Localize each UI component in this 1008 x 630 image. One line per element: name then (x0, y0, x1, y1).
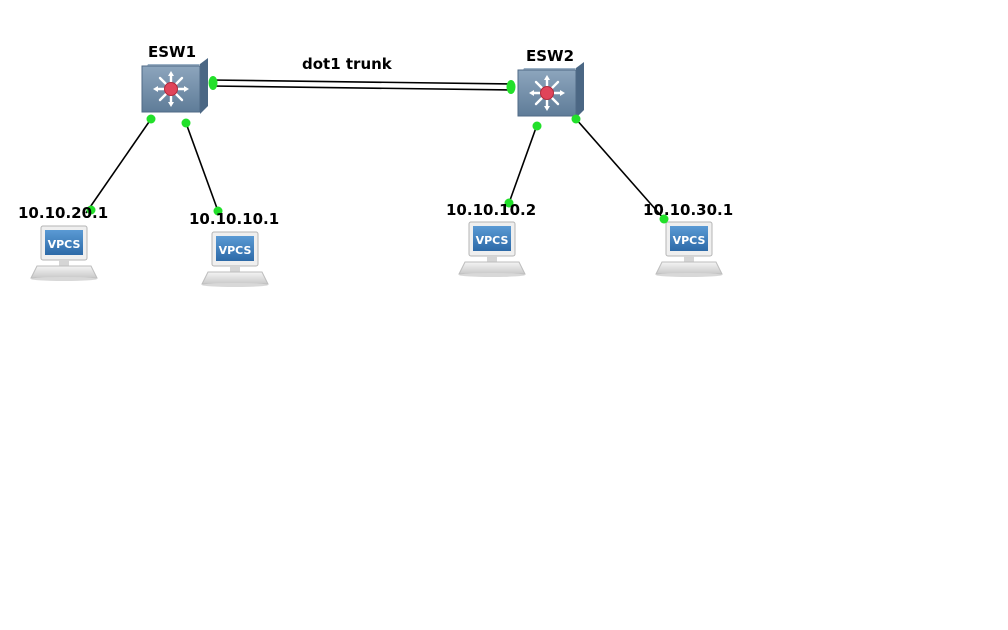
port-up-indicator (213, 206, 223, 216)
vpcs-pc-icon (201, 231, 269, 288)
link-esw1-pc2[interactable] (185, 122, 219, 212)
multilayer-switch-icon (516, 60, 586, 120)
port-up-indicator (181, 118, 191, 128)
host-pc1[interactable]: VPCS (30, 225, 98, 282)
port-up-indicator (86, 205, 96, 215)
port-up-indicator (571, 114, 581, 124)
port-up-indicator (146, 114, 156, 124)
vpcs-pc-icon (30, 225, 98, 282)
vpcs-screen-label: VPCS (219, 244, 252, 257)
link-esw2-pc4[interactable] (575, 118, 665, 220)
host-ip-label-pc4: 10.10.30.1 (643, 201, 734, 219)
host-pc4[interactable]: VPCS (655, 221, 723, 278)
vpcs-pc-icon (655, 221, 723, 278)
port-up-indicator (506, 80, 516, 94)
switch-label-esw2: ESW2 (526, 47, 575, 65)
host-pc3[interactable]: VPCS (458, 221, 526, 278)
multilayer-switch-icon (140, 56, 210, 116)
vpcs-screen-label: VPCS (48, 238, 81, 251)
port-up-indicator (659, 214, 669, 224)
port-up-indicator (504, 198, 514, 208)
port-up-indicator (532, 121, 542, 131)
host-ip-label-pc1: 10.10.20.1 (18, 204, 109, 222)
links-layer (85, 79, 665, 220)
link-esw2-pc3[interactable] (508, 124, 538, 204)
host-ip-label-pc3: 10.10.10.2 (446, 201, 537, 219)
vpcs-screen-label: VPCS (673, 234, 706, 247)
switch-esw2[interactable] (516, 60, 586, 120)
port-up-indicator (208, 76, 218, 90)
switch-esw1[interactable] (140, 56, 210, 116)
host-ip-label-pc2: 10.10.10.1 (189, 210, 280, 228)
vpcs-pc-icon (458, 221, 526, 278)
trunk-link[interactable] (210, 79, 514, 91)
switch-label-esw1: ESW1 (148, 43, 197, 61)
port-indicators (86, 76, 669, 224)
host-pc2[interactable]: VPCS (201, 231, 269, 288)
link-esw1-pc1[interactable] (85, 118, 152, 214)
vpcs-screen-label: VPCS (476, 234, 509, 247)
trunk-link-label: dot1 trunk (302, 55, 392, 73)
